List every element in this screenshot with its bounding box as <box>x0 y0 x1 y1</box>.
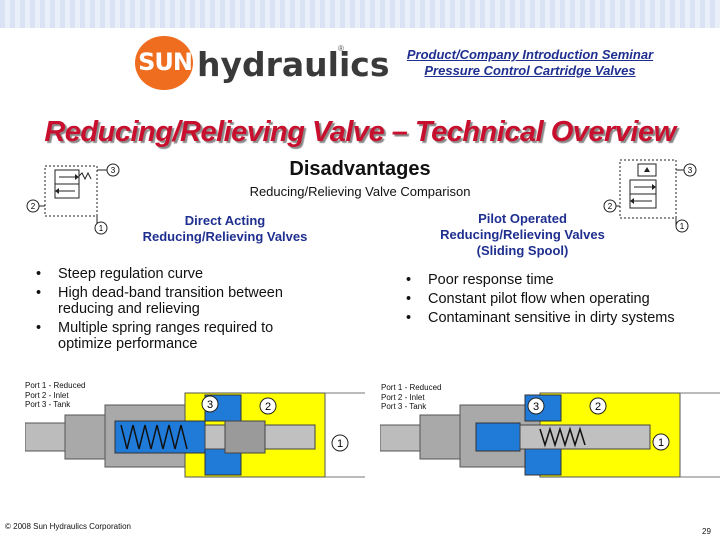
list-item: Contaminant sensitive in dirty systems <box>400 310 700 326</box>
pilot-operated-disadvantages-list: Poor response time Constant pilot flow w… <box>400 272 700 329</box>
legend-port-1: Port 1 - Reduced <box>25 381 86 390</box>
logo-hydraulics-text: hydraulics <box>197 45 390 84</box>
legend-port-3: Port 3 - Tank <box>381 402 427 411</box>
heading-line-2: Reducing/Relieving Valves <box>440 227 605 242</box>
direct-acting-cutaway-illustration: 3 2 1 <box>25 392 365 478</box>
legend-port-1: Port 1 - Reduced <box>381 383 442 392</box>
heading-line-1: Direct Acting <box>184 213 266 228</box>
cut-port-2-label: 2 <box>265 401 271 413</box>
top-decorative-band <box>0 0 720 28</box>
legend-port-2: Port 2 - Inlet <box>25 390 69 400</box>
pilot-operated-port-legend: Port 1 - Reduced Port 2 - Inlet Port 3 -… <box>381 383 441 412</box>
symbol-port-2-label: 2 <box>608 202 613 211</box>
seminar-line-1: Product/Company Introduction Seminar <box>406 47 654 62</box>
cut-port-1-label: 1 <box>337 438 343 450</box>
direct-acting-heading: Direct Acting Reducing/Relieving Valves <box>110 213 340 245</box>
seminar-line-2: Pressure Control Cartridge Valves <box>424 63 636 78</box>
heading-line-1: Pilot Operated <box>478 211 567 226</box>
legend-port-2: Port 2 - Inlet <box>381 392 425 402</box>
comparison-caption: Reducing/Relieving Valve Comparison <box>249 184 471 199</box>
logo-registered-mark: ® <box>338 44 344 53</box>
cut-port-3-label: 3 <box>207 399 213 411</box>
list-item: Steep regulation curve <box>30 266 330 282</box>
slide-subtitle: Disadvantages <box>289 158 431 180</box>
symbol-port-3-label: 3 <box>111 166 116 175</box>
cut-port-1-label: 1 <box>658 437 664 449</box>
list-item: Multiple spring ranges required to optim… <box>30 320 330 352</box>
cut-port-3-label: 3 <box>533 401 539 413</box>
sun-hydraulics-logo: SUN hydraulics ® <box>135 36 390 94</box>
slide-title: Reducing/Relieving Valve – Technical Ove… <box>44 116 676 148</box>
direct-acting-disadvantages-list: Steep regulation curve High dead-band tr… <box>30 266 330 355</box>
logo-sun-text: SUN <box>138 48 193 76</box>
symbol-port-1-label: 1 <box>99 224 104 233</box>
seminar-header: Product/Company Introduction Seminar Pre… <box>380 47 680 79</box>
symbol-port-2-label: 2 <box>31 202 36 211</box>
pilot-operated-valve-symbol: 3 2 1 <box>603 159 697 233</box>
pilot-operated-heading: Pilot Operated Reducing/Relieving Valves… <box>405 211 640 259</box>
page-number: 29 <box>702 527 711 536</box>
cut-port-2-label: 2 <box>595 401 601 413</box>
list-item: Poor response time <box>400 272 700 288</box>
heading-line-2: Reducing/Relieving Valves <box>142 229 308 244</box>
sun-logo-oval <box>135 36 193 90</box>
legend-port-3: Port 3 - Tank <box>25 400 71 409</box>
list-item: Constant pilot flow when operating <box>400 291 700 307</box>
symbol-port-3-label: 3 <box>688 166 693 175</box>
symbol-port-1-label: 1 <box>680 222 685 231</box>
direct-acting-port-legend: Port 1 - Reduced Port 2 - Inlet Port 3 -… <box>25 381 85 410</box>
list-item: High dead-band transition between reduci… <box>30 285 330 317</box>
heading-line-3: (Sliding Spool) <box>476 243 569 258</box>
pilot-operated-cutaway-illustration: 3 2 1 <box>380 392 720 478</box>
direct-acting-valve-symbol: 3 2 1 <box>26 163 120 235</box>
copyright-footer: © 2008 Sun Hydraulics Corporation <box>5 522 131 531</box>
